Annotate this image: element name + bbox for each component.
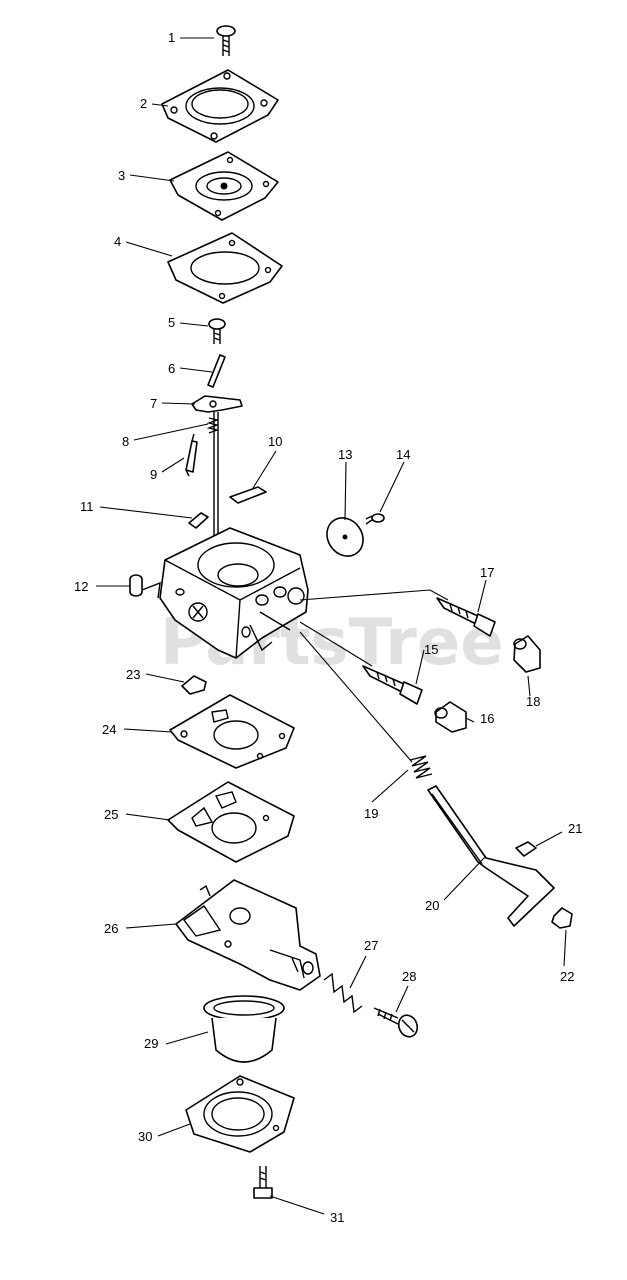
label-24: 24 xyxy=(102,722,116,737)
part-12-nozzle xyxy=(129,574,143,597)
label-9: 9 xyxy=(150,467,157,482)
label-7: 7 xyxy=(150,396,157,411)
label-16: 16 xyxy=(480,711,494,726)
label-8: 8 xyxy=(122,434,129,449)
label-28: 28 xyxy=(402,969,416,984)
label-5: 5 xyxy=(168,315,175,330)
part-16-cap xyxy=(434,701,467,733)
part-31-screw xyxy=(253,1166,273,1199)
label-15: 15 xyxy=(424,642,438,657)
label-6: 6 xyxy=(168,361,175,376)
part-30-cover-plate xyxy=(185,1075,295,1153)
label-29: 29 xyxy=(144,1036,158,1051)
label-23: 23 xyxy=(126,667,140,682)
part-29-primer-bulb xyxy=(203,995,285,1063)
label-10: 10 xyxy=(268,434,282,449)
label-25: 25 xyxy=(104,807,118,822)
label-11: 11 xyxy=(80,499,94,514)
label-17: 17 xyxy=(480,565,494,580)
label-3: 3 xyxy=(118,168,125,183)
part-14-screw xyxy=(365,513,385,525)
label-26: 26 xyxy=(104,921,118,936)
label-27: 27 xyxy=(364,938,378,953)
part-6-pin xyxy=(207,354,226,388)
part-27-spring xyxy=(323,972,363,1014)
label-22: 22 xyxy=(560,969,574,984)
part-23-cap xyxy=(181,675,207,695)
part-2-cover xyxy=(161,69,279,143)
label-20: 20 xyxy=(425,898,439,913)
label-1: 1 xyxy=(168,30,175,45)
label-19: 19 xyxy=(364,806,378,821)
part-labels: 1 2 3 4 5 6 7 8 9 10 11 12 13 14 15 16 1… xyxy=(74,30,582,1225)
part-13-disc xyxy=(326,517,364,557)
part-10-strip xyxy=(229,486,267,504)
label-2: 2 xyxy=(140,96,147,111)
part-9-needle xyxy=(185,433,198,477)
part-8-spring xyxy=(206,417,220,434)
part-7-lever xyxy=(191,395,243,413)
label-30: 30 xyxy=(138,1129,152,1144)
part-11-clip xyxy=(188,512,209,529)
leader-lines xyxy=(96,37,567,1215)
carburetor-body xyxy=(141,527,309,659)
part-19-spring xyxy=(409,755,433,779)
label-14: 14 xyxy=(396,447,410,462)
part-24-gasket xyxy=(169,694,295,769)
part-1-screw xyxy=(216,25,236,56)
label-18: 18 xyxy=(526,694,540,709)
label-13: 13 xyxy=(338,447,352,462)
part-5-screw xyxy=(208,318,226,344)
label-21: 21 xyxy=(568,821,582,836)
part-21-clip xyxy=(515,841,537,857)
part-25-gasket xyxy=(167,781,295,863)
part-4-gasket xyxy=(167,232,283,304)
part-28-screw xyxy=(373,1007,419,1038)
part-22-screw xyxy=(551,907,573,929)
part-15-needle xyxy=(362,665,423,705)
part-26-pump-body xyxy=(175,879,321,991)
part-3-diaphragm xyxy=(169,151,279,221)
label-4: 4 xyxy=(114,234,121,249)
part-20-shaft xyxy=(427,785,555,927)
part-17-needle xyxy=(436,597,496,637)
part-18-cap xyxy=(513,635,541,673)
label-31: 31 xyxy=(330,1210,344,1225)
label-12: 12 xyxy=(74,579,88,594)
